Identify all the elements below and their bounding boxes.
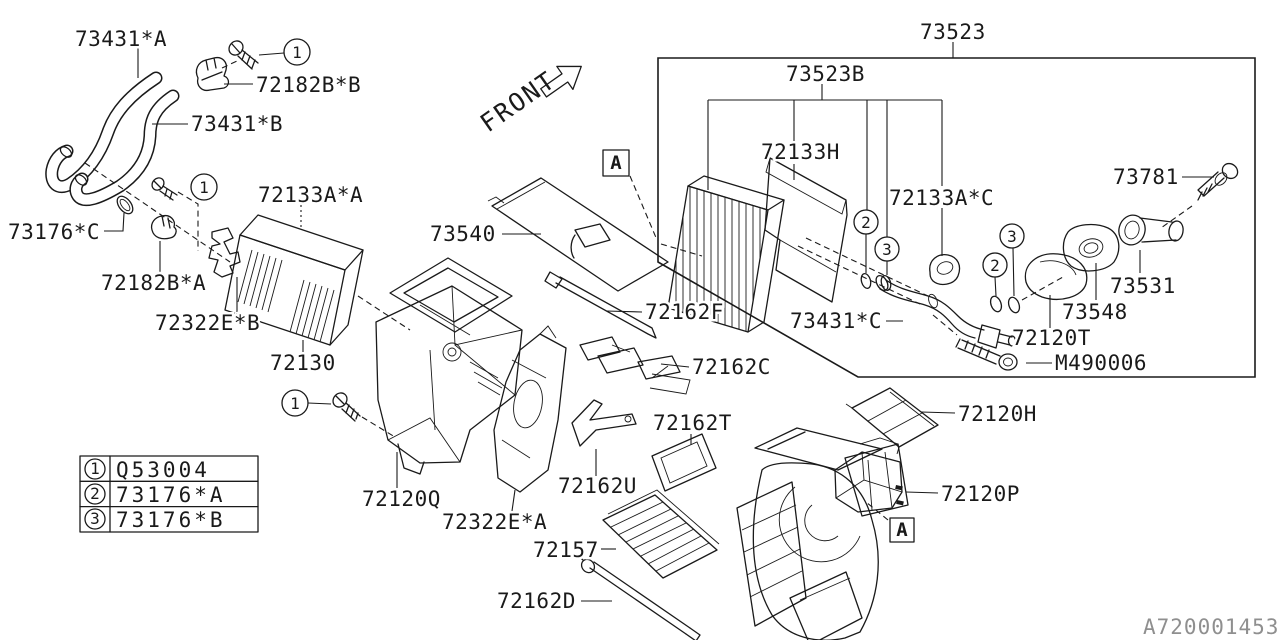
- legend-table: 1 Q53004 2 73176*A 3 73176*B: [79, 455, 259, 533]
- heater-hose-b-drawing: [69, 89, 180, 207]
- part-label-72322EB: 72322E*B: [155, 311, 260, 335]
- callout-2-left-number: 2: [861, 213, 871, 232]
- legend-row-3-number: 3: [90, 509, 100, 528]
- rod-72162D-drawing: [575, 553, 701, 640]
- callout-1-top-number: 1: [292, 43, 302, 62]
- callout-1-middle-number: 1: [199, 178, 209, 197]
- part-label-73431C: 73431*C: [790, 309, 882, 333]
- legend-row-1-part: Q53004: [116, 458, 210, 482]
- screw-icon-lower: [332, 392, 361, 422]
- part-labels: 73431*A 72182B*B 73431*B 73176*C 72182B*…: [6, 18, 1181, 616]
- part-label-73523B: 73523B: [786, 62, 865, 86]
- legend-row-1-number: 1: [90, 459, 100, 478]
- bolt-73781-drawing: [1197, 162, 1239, 201]
- legend-row-3: 3 73176*B: [84, 508, 226, 532]
- legend-row-1: 1 Q53004: [84, 458, 210, 482]
- part-label-72133AC: 72133A*C: [889, 186, 994, 210]
- front-arrow-icon: [540, 65, 582, 98]
- callout-3-right: 3: [999, 223, 1025, 249]
- diagram-code: A720001453: [1143, 615, 1279, 639]
- detail-marker-a-top-letter: A: [610, 152, 622, 174]
- legend-row-2: 2 73176*A: [84, 483, 226, 507]
- part-label-72120P: 72120P: [941, 482, 1020, 506]
- part-label-73781: 73781: [1113, 165, 1179, 189]
- detail-marker-a-bottom-letter: A: [896, 519, 908, 541]
- side-panel-72322EA-drawing: [493, 325, 567, 493]
- screw-icon-middle: [151, 177, 178, 201]
- grommet-72133AC-drawing: [929, 254, 961, 286]
- part-label-72162C: 72162C: [692, 355, 771, 379]
- heater-core-drawing: [224, 214, 364, 346]
- part-label-72120T: 72120T: [1012, 326, 1091, 350]
- assembly-axes: [84, 60, 1193, 521]
- joint-73531-drawing: [1118, 214, 1184, 246]
- part-label-72157: 72157: [533, 538, 599, 562]
- leader-lines: [104, 42, 1214, 602]
- legend-row-2-part: 73176*A: [116, 483, 226, 507]
- pipe-73431C-drawing: [875, 274, 1017, 349]
- screw-icon-top: [228, 40, 259, 70]
- part-label-73531: 73531: [1110, 274, 1176, 298]
- callout-3-left-number: 3: [882, 240, 892, 259]
- heater-case-72120Q-drawing: [375, 257, 523, 475]
- detail-marker-a-bottom: A: [889, 517, 915, 543]
- part-label-72133H: 72133H: [761, 140, 840, 164]
- hose-ring-73176C-drawing: [116, 195, 134, 215]
- part-label-72162U: 72162U: [558, 474, 637, 498]
- part-label-72182BB: 72182B*B: [256, 73, 361, 97]
- o-rings-drawing: [860, 273, 1021, 314]
- front-label: FRONT: [475, 65, 561, 138]
- part-label-72162D: 72162D: [497, 589, 576, 613]
- part-label-72162T: 72162T: [653, 411, 732, 435]
- hose-clamp-72182BA-drawing: [150, 214, 177, 240]
- part-label-72120H: 72120H: [958, 402, 1037, 426]
- legend-row-3-part: 73176*B: [116, 508, 226, 532]
- part-label-73176C: 73176*C: [8, 220, 100, 244]
- part-label-72162F: 72162F: [645, 300, 724, 324]
- lever-72162U-drawing: [571, 399, 637, 447]
- core-bracket-72322EB-drawing: [208, 227, 241, 278]
- part-label-72182BA: 72182B*A: [101, 271, 206, 295]
- evaporator-72133H-drawing: [667, 157, 848, 333]
- part-label-M490006: M490006: [1055, 351, 1147, 375]
- callout-2-right: 2: [982, 252, 1008, 278]
- part-label-72322EA: 72322E*A: [442, 510, 547, 534]
- part-label-73431B: 73431*B: [191, 112, 283, 136]
- front-direction: FRONT: [475, 65, 582, 138]
- frame-72120H-drawing: [845, 387, 939, 455]
- heater-hose-a-drawing: [45, 71, 163, 194]
- detail-marker-a-top: A: [602, 149, 630, 177]
- assembly-box-73523: [657, 57, 1256, 378]
- callout-2-right-number: 2: [990, 256, 1000, 275]
- callout-1-lower: 1: [281, 389, 309, 417]
- linkage-72162C-drawing: [579, 336, 691, 395]
- hose-clamp-72182BB-drawing: [195, 56, 230, 92]
- callout-2-left: 2: [853, 209, 879, 235]
- callout-3-left: 3: [874, 236, 900, 262]
- callout-1-top: 1: [283, 38, 311, 66]
- part-label-73431A: 73431*A: [75, 27, 167, 51]
- part-label-72120Q: 72120Q: [362, 487, 441, 511]
- part-label-73523: 73523: [920, 20, 986, 44]
- frame-72162T-drawing: [651, 427, 717, 492]
- callout-3-right-number: 3: [1007, 227, 1017, 246]
- damper-plate-73540-drawing: [487, 177, 669, 292]
- rod-72162F-drawing: [544, 271, 657, 339]
- sub-bracket-73523B: [707, 84, 943, 256]
- legend-row-2-number: 2: [90, 484, 100, 503]
- seal-73548-drawing: [1062, 223, 1120, 272]
- callout-1-middle: 1: [190, 173, 218, 201]
- part-label-72133AA: 72133A*A: [258, 183, 363, 207]
- part-label-72130: 72130: [270, 351, 336, 375]
- grille-72157-drawing: [602, 489, 720, 579]
- blower-assembly-drawing: [736, 427, 909, 640]
- part-label-73540: 73540: [430, 222, 496, 246]
- bolt-M490006-drawing: [955, 338, 1018, 371]
- callout-1-lower-number: 1: [290, 394, 300, 413]
- part-label-73548: 73548: [1062, 300, 1128, 324]
